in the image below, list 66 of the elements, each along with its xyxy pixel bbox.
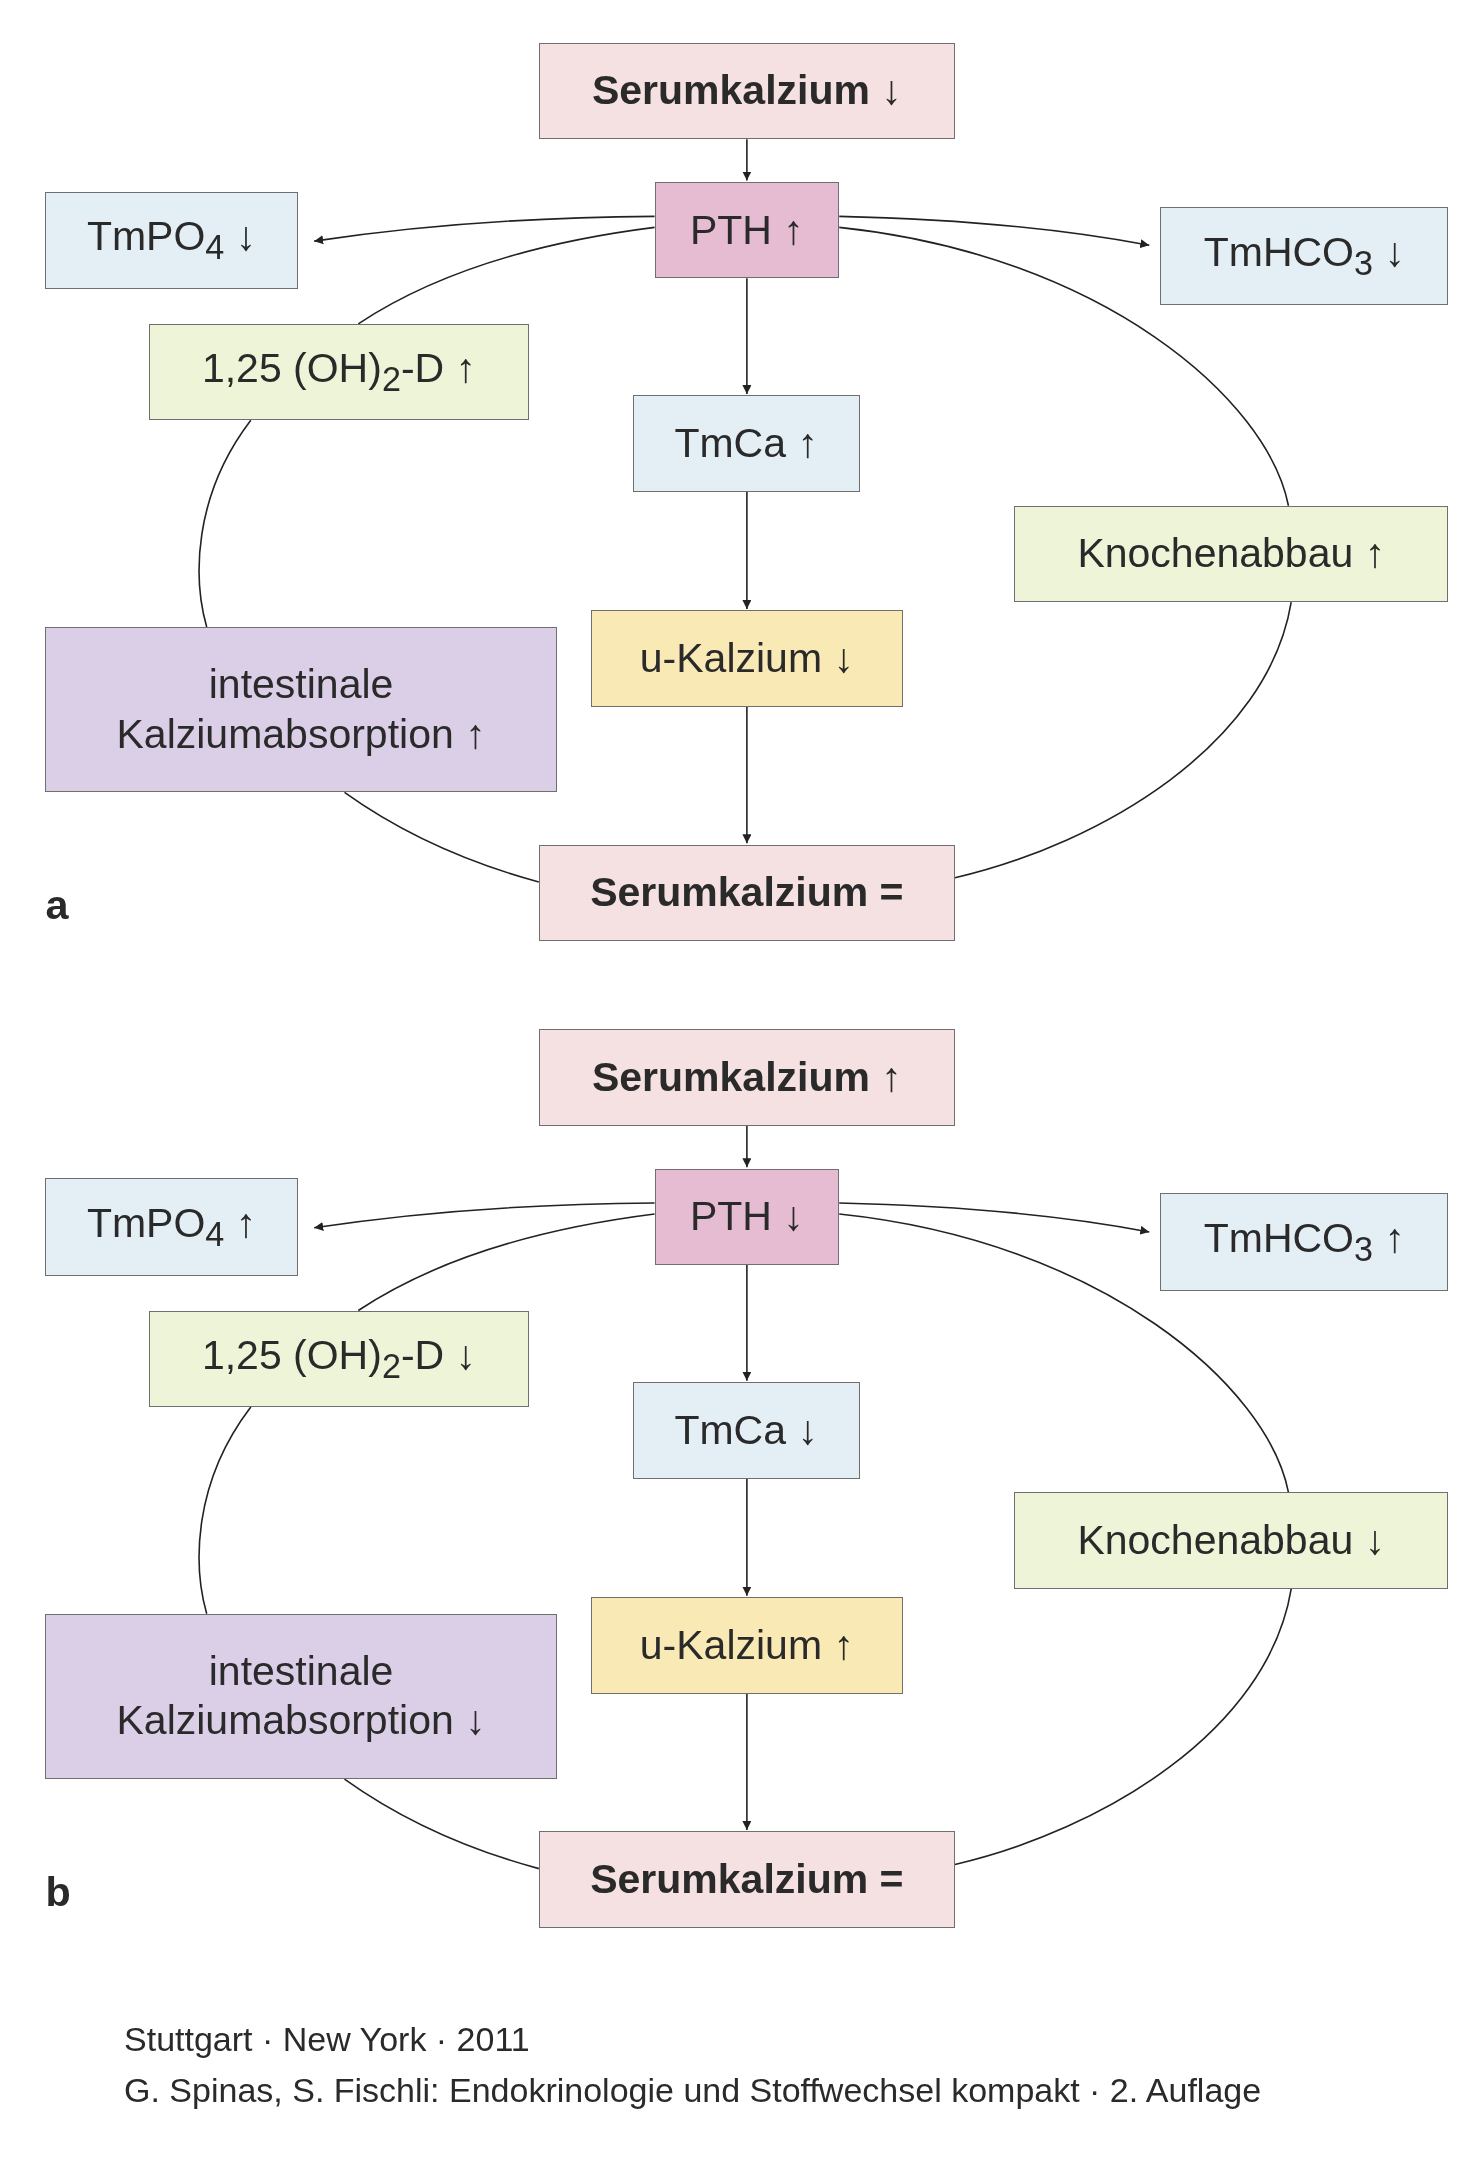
process-box — [632, 395, 860, 492]
node-label: 1,25 (OH)$_{2}$-D ↓ — [201, 1330, 477, 1387]
process-box — [538, 844, 955, 942]
node-label: TmCa ↓ — [674, 1405, 818, 1455]
node-label: intestinale Kalziumabsorption ↑ — [115, 660, 487, 759]
arrow — [838, 1202, 1151, 1235]
footer-text: G. Spinas, S. Fischli: Endokrinologie und Stoffwechsel kompakt · 2. Auflage — [124, 2071, 1262, 2111]
node-label: intestinale Kalziumabsorption ↓ — [115, 1647, 487, 1746]
process-box — [1160, 1193, 1449, 1292]
connector-line — [343, 791, 540, 883]
arrow — [313, 1202, 656, 1231]
node-label: Knochenabbau ↓ — [1077, 1516, 1386, 1565]
arrow — [838, 215, 1151, 249]
node-label: Serumkalzium ↓ — [591, 66, 902, 116]
process-box — [632, 1382, 860, 1479]
panel-label: a — [45, 881, 69, 929]
arrow — [742, 706, 752, 845]
arrow — [742, 277, 752, 395]
process-box — [45, 1613, 557, 1779]
process-box — [148, 323, 530, 421]
connector-line — [357, 1213, 656, 1312]
arrow — [742, 1125, 752, 1168]
node-label: TmCa ↑ — [674, 419, 818, 469]
arrow — [742, 491, 752, 610]
node-label: PTH ↓ — [689, 1192, 804, 1242]
node-label: TmHCO$_{3}$ ↓ — [1203, 227, 1405, 284]
process-box — [591, 610, 903, 707]
node-label: u-Kalzium ↑ — [639, 1620, 854, 1670]
process-box — [591, 1597, 903, 1694]
process-box — [538, 1831, 955, 1928]
process-box — [148, 1310, 530, 1407]
arrow — [742, 1692, 752, 1831]
node-label: u-Kalzium ↓ — [639, 634, 854, 684]
process-box — [1160, 206, 1449, 305]
process-box — [654, 1168, 840, 1265]
node-label: PTH ↑ — [689, 205, 804, 255]
process-box — [45, 191, 298, 290]
node-label: TmHCO$_{3}$ ↑ — [1203, 1214, 1405, 1271]
node-label: TmPO$_{4}$ ↑ — [86, 1199, 257, 1256]
node-label: Serumkalzium ↑ — [591, 1053, 902, 1102]
node-label: Serumkalzium = — [590, 1855, 904, 1904]
connector-line — [954, 601, 1292, 879]
process-box — [45, 1178, 298, 1277]
footer-text: Stuttgart · New York · 2011 — [124, 2020, 530, 2060]
node-label: Knochenabbau ↑ — [1077, 529, 1386, 579]
connector-line — [343, 1778, 540, 1870]
connector-line — [838, 1213, 1290, 1494]
process-box — [654, 181, 840, 279]
node-label: Serumkalzium = — [590, 868, 904, 918]
node-label: TmPO$_{4}$ ↓ — [86, 212, 257, 269]
process-box — [538, 42, 955, 140]
process-box — [1014, 1492, 1449, 1589]
process-box — [1014, 505, 1449, 603]
connector-line — [198, 1406, 252, 1615]
connector-line — [954, 1588, 1292, 1866]
process-box — [45, 627, 557, 793]
panel-label: b — [45, 1868, 71, 1916]
connector-line — [198, 419, 252, 628]
connector-line — [838, 226, 1290, 507]
connector-line — [357, 226, 656, 325]
node-label: 1,25 (OH)$_{2}$-D ↑ — [201, 343, 477, 401]
arrow — [742, 1264, 752, 1382]
arrow — [742, 138, 752, 182]
process-box — [538, 1029, 955, 1126]
arrow — [742, 1477, 752, 1597]
arrow — [313, 215, 656, 245]
